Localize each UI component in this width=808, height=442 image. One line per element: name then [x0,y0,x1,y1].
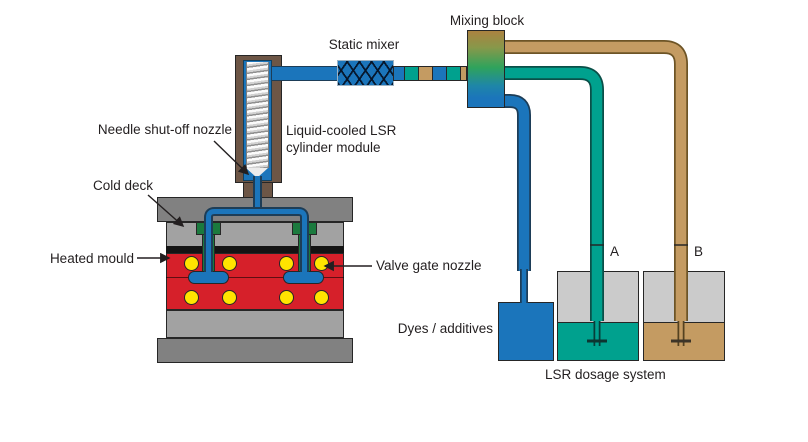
pipe-cylinder-to-mixer [271,66,339,81]
label-cylinder-module-line1: Liquid-cooled LSR [286,123,397,138]
label-heated-mould: Heated mould [49,251,134,266]
insulation-strip [166,246,344,253]
heater-channel [184,290,199,305]
static-mixer-block [337,60,394,86]
heater-channel [184,256,199,271]
heater-channel [279,256,294,271]
label-cylinder-module-line2: cylinder module [286,139,381,155]
mould-cavity-left [188,271,229,284]
heater-channel [222,290,237,305]
cylinder-neck [243,182,273,198]
pipe-segment-blue [432,67,446,80]
label-cylinder-module: Liquid-cooled LSR cylinder module [286,123,426,156]
spacer-block [166,310,344,338]
dyes-additives-container [498,302,554,361]
label-dyes-additives: Dyes / additives [397,321,493,336]
label-needle-nozzle: Needle shut-off nozzle [97,122,232,137]
valve-nozzle-right [298,234,311,273]
pipe-dyes [505,95,530,271]
label-container-a: A [610,244,620,259]
label-valve-gate-nozzle: Valve gate nozzle [376,258,482,273]
cold-deck-block [166,222,344,248]
mould-cavity-right [283,271,324,284]
pipe-segment-teal [446,67,460,80]
pipe-segment-teal [404,67,418,80]
label-static-mixer: Static mixer [328,37,400,52]
container-a [557,271,639,361]
top-clamp-plate [157,197,353,222]
label-mixing-block: Mixing block [449,13,525,28]
pipe-segment-blue [394,67,404,80]
segmented-pipe [393,66,467,81]
label-container-b: B [694,244,704,259]
pipe-dyes-outline [505,94,531,271]
heater-channel [222,256,237,271]
pipe-segment-tan [460,67,466,80]
label-lsr-dosage-system: LSR dosage system [545,367,666,382]
bottom-clamp-plate [157,338,353,363]
heater-channel [279,290,294,305]
screw-tip [246,168,268,178]
label-cold-deck: Cold deck [92,178,153,193]
mould-parting-line [166,277,344,278]
heater-channel [314,256,329,271]
heater-channel [314,290,329,305]
valve-nozzle-left [202,234,215,273]
cylinder-screw [246,62,269,168]
container-a-liquid [558,322,638,360]
mixing-block [467,30,505,108]
container-b-liquid [644,322,724,360]
pipe-segment-tan [418,67,432,80]
container-b [643,271,725,361]
